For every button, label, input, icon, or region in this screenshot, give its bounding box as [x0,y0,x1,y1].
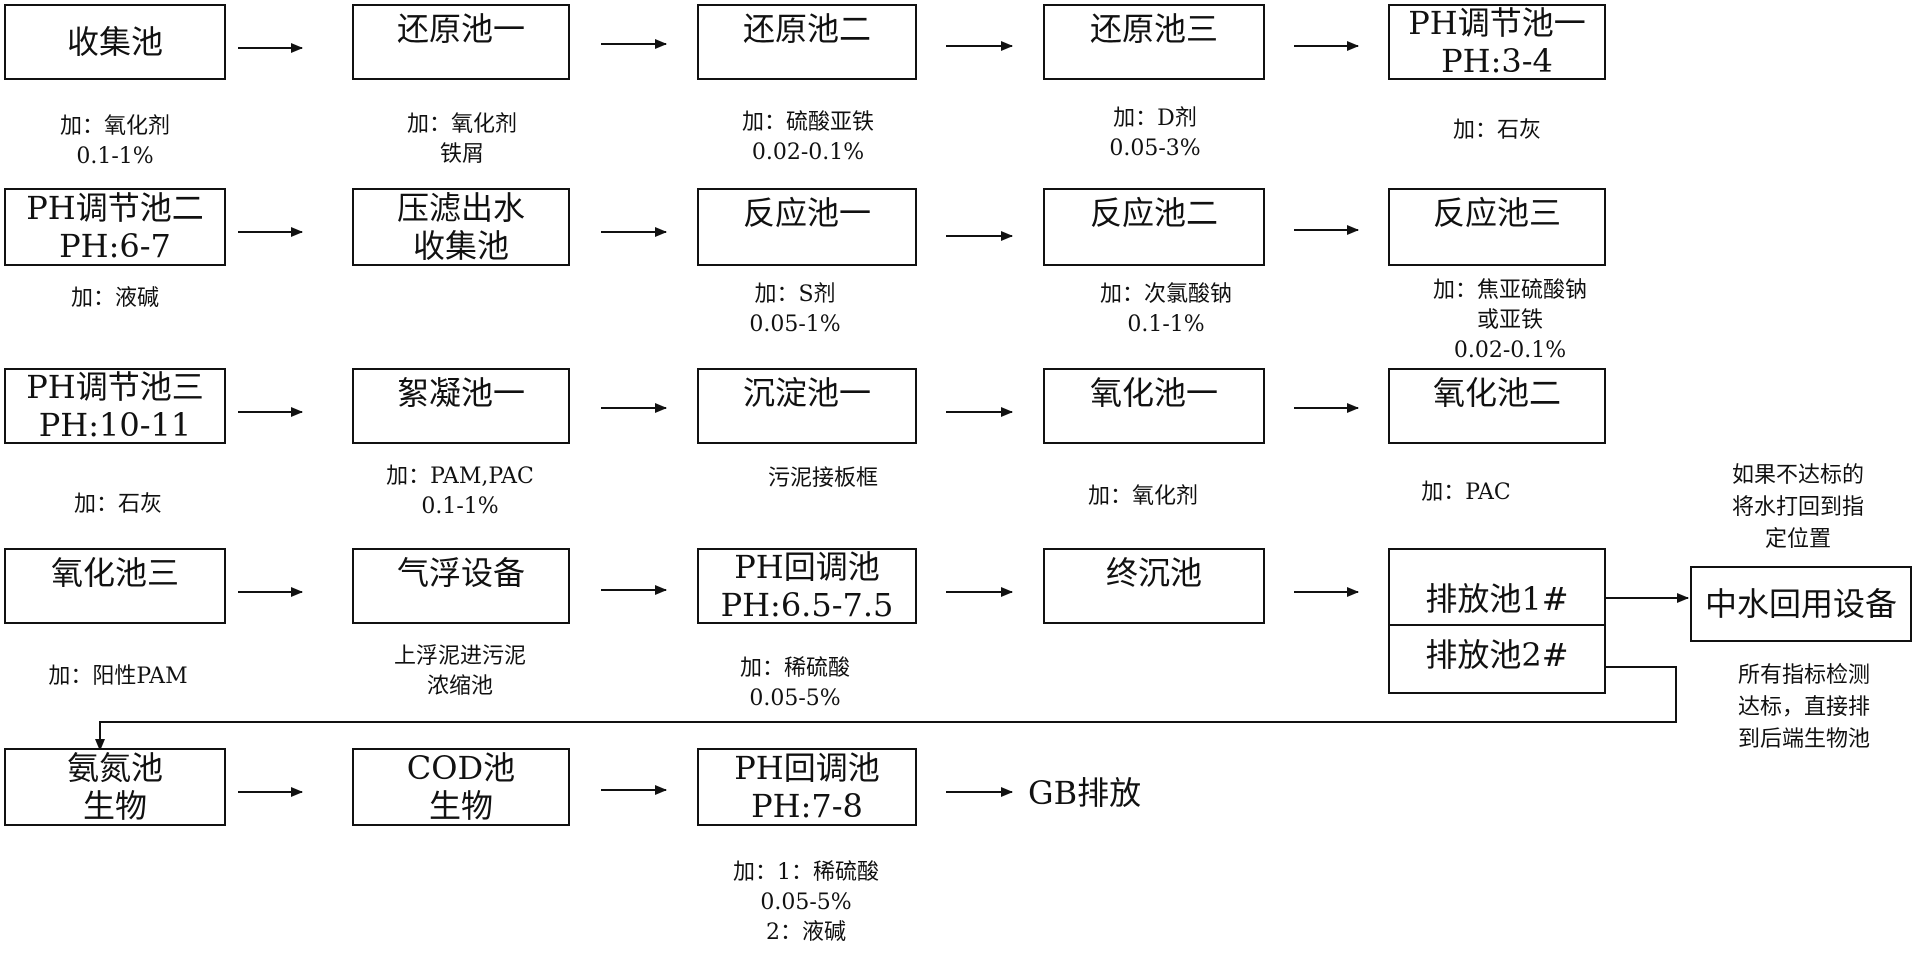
reduction-pool-2: 还原池二 [697,4,917,80]
dose-note-oxidation-2: 加：PAC [1421,480,1511,505]
dose-note-ph-1: 加：石灰 [1452,118,1542,143]
air-flotation-label: 气浮设备 [396,554,525,592]
gb-discharge-label: GB排放 [1028,774,1142,812]
discharge-pool-2-label: 排放池2# [1425,636,1569,674]
reduction-pool-3: 还原池三 [1043,4,1265,80]
ph-back-adjust-pool-label: PH回调池 [734,548,880,586]
dose-note-oxidation-1: 加：氧化剂 [1087,484,1199,509]
oxidation-pool-3-label: 氧化池三 [50,554,179,592]
cod-bio-pool: COD池生物 [352,748,570,826]
return-line [95,666,1677,751]
oxidation-pool-3: 氧化池三 [4,548,226,624]
recycle-note: 如果不达标的将水打回到指定位置 [1731,463,1865,552]
ph-back-adjust-pool-ph: PH:6.5-7.5 [720,586,894,624]
reclaimed-water-equipment: 中水回用设备 [1690,566,1912,642]
dose-note-oxidation-3: 加：阳性PAM [48,664,188,689]
ph-adjust-pool-2-ph: PH:6-7 [59,227,171,265]
collection-pool-label: 收集池 [66,23,163,61]
reaction-pool-2-label: 反应池二 [1089,194,1218,232]
ph-adjust-pool-1-ph: PH:3-4 [1441,42,1553,80]
reduction-pool-2-label: 还原池二 [742,10,871,48]
oxidation-pool-1: 氧化池一 [1043,368,1265,444]
ph-adjust-pool-3-ph: PH:10-11 [38,406,192,444]
final-settling-pool-label: 终沉池 [1105,554,1202,592]
discharge-pool-1-label: 排放池1# [1425,580,1569,618]
reaction-pool-3-label: 反应池三 [1432,194,1561,232]
oxidation-pool-2-label: 氧化池二 [1432,374,1561,412]
reclaimed-water-label: 中水回用设备 [1704,585,1897,623]
dose-note-ph-2: 加：液碱 [70,286,160,311]
final-settling-pool: 终沉池 [1043,548,1265,624]
reduction-pool-3-label: 还原池三 [1089,10,1218,48]
reaction-pool-1-label: 反应池一 [742,194,871,232]
flocculation-pool-1-label: 絮凝池一 [396,374,525,412]
reaction-pool-3: 反应池三 [1388,188,1606,266]
ammonia-nitrogen-bio-pool: 氨氮池生物 [4,748,226,826]
flocculation-pool-1: 絮凝池一 [352,368,570,444]
sedimentation-pool-1-label: 沉淀池一 [742,374,871,412]
air-flotation-equipment: 气浮设备 [352,548,570,624]
direct-discharge-note: 所有指标检测达标，直接排到后端生物池 [1737,663,1871,752]
discharge-pool-1: 排放池1# [1388,548,1606,626]
dose-note-ph-3: 加：石灰 [73,492,163,517]
discharge-pool-2: 排放池2# [1388,624,1606,694]
reduction-pool-1: 还原池一 [352,4,570,80]
note-air-flotation: 上浮泥进污泥浓缩池 [393,644,527,699]
collection-pool: 收集池 [4,4,226,80]
reaction-pool-2: 反应池二 [1043,188,1265,266]
reduction-pool-1-label: 还原池一 [396,10,525,48]
note-sedimentation: 污泥接板框 [767,466,879,491]
ph-adjust-pool-1-label: PH调节池一 [1408,4,1586,42]
ph-adjust-pool-3-label: PH调节池三 [26,368,204,406]
sedimentation-pool-1: 沉淀池一 [697,368,917,444]
oxidation-pool-2: 氧化池二 [1388,368,1606,444]
oxidation-pool-1-label: 氧化池一 [1089,374,1218,412]
reaction-pool-1: 反应池一 [697,188,917,266]
ph-adjust-pool-2-label: PH调节池二 [26,189,204,227]
dose-note-reduction-1: 加：氧化剂铁屑 [406,112,518,167]
filter-press-collection-pool: 压滤出水收集池 [352,188,570,266]
